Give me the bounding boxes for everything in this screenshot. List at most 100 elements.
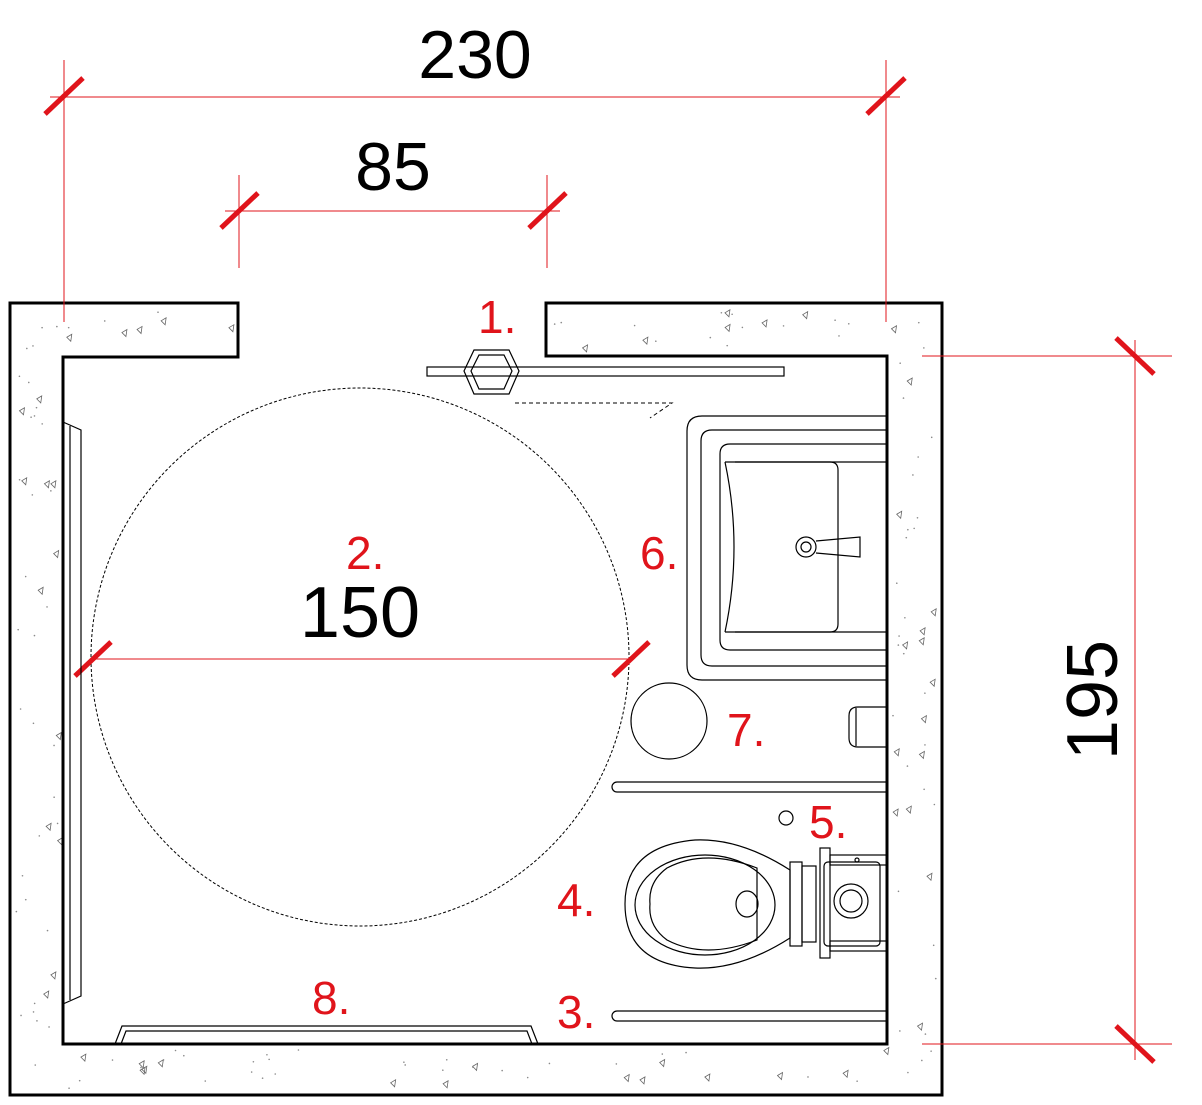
hatch-dot [34, 1064, 37, 1066]
hatch-dot [18, 375, 21, 378]
hatch-mark [442, 1079, 449, 1089]
hatch-dot [921, 1059, 923, 1062]
hatch-mark [905, 805, 912, 814]
hatch-dot [917, 456, 919, 458]
hatch-dot [847, 322, 850, 325]
hatch-dot [661, 1053, 664, 1055]
hatch-mark [724, 309, 731, 318]
marker-1: 1. [478, 291, 516, 343]
hatch-mark [141, 1065, 148, 1075]
hatch-dot [30, 416, 32, 418]
hatch-dot [26, 347, 28, 350]
hatch-dot [932, 944, 935, 947]
hatch-dot [892, 714, 894, 717]
hatch-dot [53, 796, 55, 799]
hatch-dot [204, 1080, 207, 1082]
toilet-icon [624, 839, 888, 969]
hatch-mark [43, 479, 50, 489]
hatch-dot [923, 788, 925, 791]
hatch-dot [24, 898, 27, 901]
marker-4: 4. [557, 874, 595, 926]
hatch-dot [111, 1059, 114, 1061]
hatch-dot [924, 1033, 927, 1035]
hatch-dot [902, 397, 905, 399]
wall-outline [8, 301, 944, 1097]
hatch-dot [685, 1051, 687, 1054]
hatch-dot [726, 344, 729, 347]
waste-bin-icon [630, 682, 708, 760]
hatch-dot [472, 1066, 474, 1069]
hatch-dot [78, 1079, 81, 1082]
hatch-dot [655, 340, 657, 342]
sliding-door-icon [426, 349, 785, 419]
hatch-dot [268, 1058, 270, 1061]
hatch-mark [919, 627, 926, 636]
hatch-dot [902, 652, 905, 655]
hatch-dot [174, 1049, 177, 1052]
hatch-dot [895, 582, 898, 585]
hatch-dot [46, 929, 49, 932]
hatch-mark [659, 1058, 666, 1068]
hatch-dot [15, 910, 18, 913]
hatch-mark [916, 1022, 924, 1031]
hatch-dot [442, 1069, 444, 1071]
hatch-dot [103, 320, 106, 322]
flush-button-icon [778, 810, 794, 826]
hatch-dot [526, 1076, 529, 1079]
hatch-mark [471, 1062, 479, 1072]
hatch-dot [27, 381, 30, 384]
hatch-dot [907, 1071, 909, 1074]
hatch-mark [581, 344, 589, 353]
hatch-dot [36, 1020, 38, 1022]
hatch-dot [731, 313, 733, 316]
hatch-dot [720, 311, 723, 314]
hatch-dot [934, 977, 937, 980]
hatch-dot [38, 835, 41, 837]
hatch-dot [904, 616, 906, 619]
dimension-label-turning-circle: 150 [300, 573, 420, 653]
hatch-dot [906, 765, 909, 767]
hatch-dot [899, 362, 901, 364]
hatch-mark [761, 319, 768, 328]
dispenser-icon [848, 706, 887, 748]
hatch-dot [917, 321, 920, 324]
wall-hatch [15, 309, 937, 1089]
hatch-dot [35, 406, 38, 409]
hatch-mark [901, 641, 909, 650]
hatch-dot [930, 1050, 932, 1052]
hatch-dot [615, 1063, 618, 1065]
hatch-dot [41, 423, 44, 425]
marker-2: 2. [346, 527, 384, 579]
turning-circle-icon: 150 [73, 387, 651, 927]
hatch-dot [553, 323, 556, 325]
hatch-mark [926, 872, 933, 882]
hatch-dot [923, 347, 925, 349]
hatch-mark [18, 407, 25, 416]
hatch-dot [782, 325, 785, 327]
hatch-mark [50, 480, 57, 489]
shelf-icon [114, 1025, 539, 1045]
mirror-icon [62, 421, 82, 1005]
grab-bar-icon [611, 781, 887, 1022]
hatch-dot [56, 822, 59, 825]
hatch-mark [906, 377, 913, 386]
hatch-dot [834, 319, 836, 322]
hatch-dot [32, 722, 35, 725]
hatch-dot [856, 1080, 858, 1082]
hatch-dot [709, 336, 712, 339]
hatch-mark [918, 750, 925, 760]
hatch-mark [389, 1079, 397, 1088]
hatch-dot [897, 890, 900, 893]
marker-7: 7. [727, 704, 765, 756]
hatch-dot [32, 1011, 35, 1013]
hatch-mark [893, 748, 900, 757]
hatch-dot [56, 325, 58, 328]
hatch-dot [53, 744, 55, 747]
hatch-mark [157, 1059, 164, 1068]
hatch-mark [890, 324, 898, 334]
hatch-dot [807, 1076, 809, 1078]
hatch-mark [639, 1076, 646, 1085]
hatch-mark [920, 714, 927, 724]
hatch-dot [905, 536, 908, 539]
hatch-mark [228, 323, 235, 333]
